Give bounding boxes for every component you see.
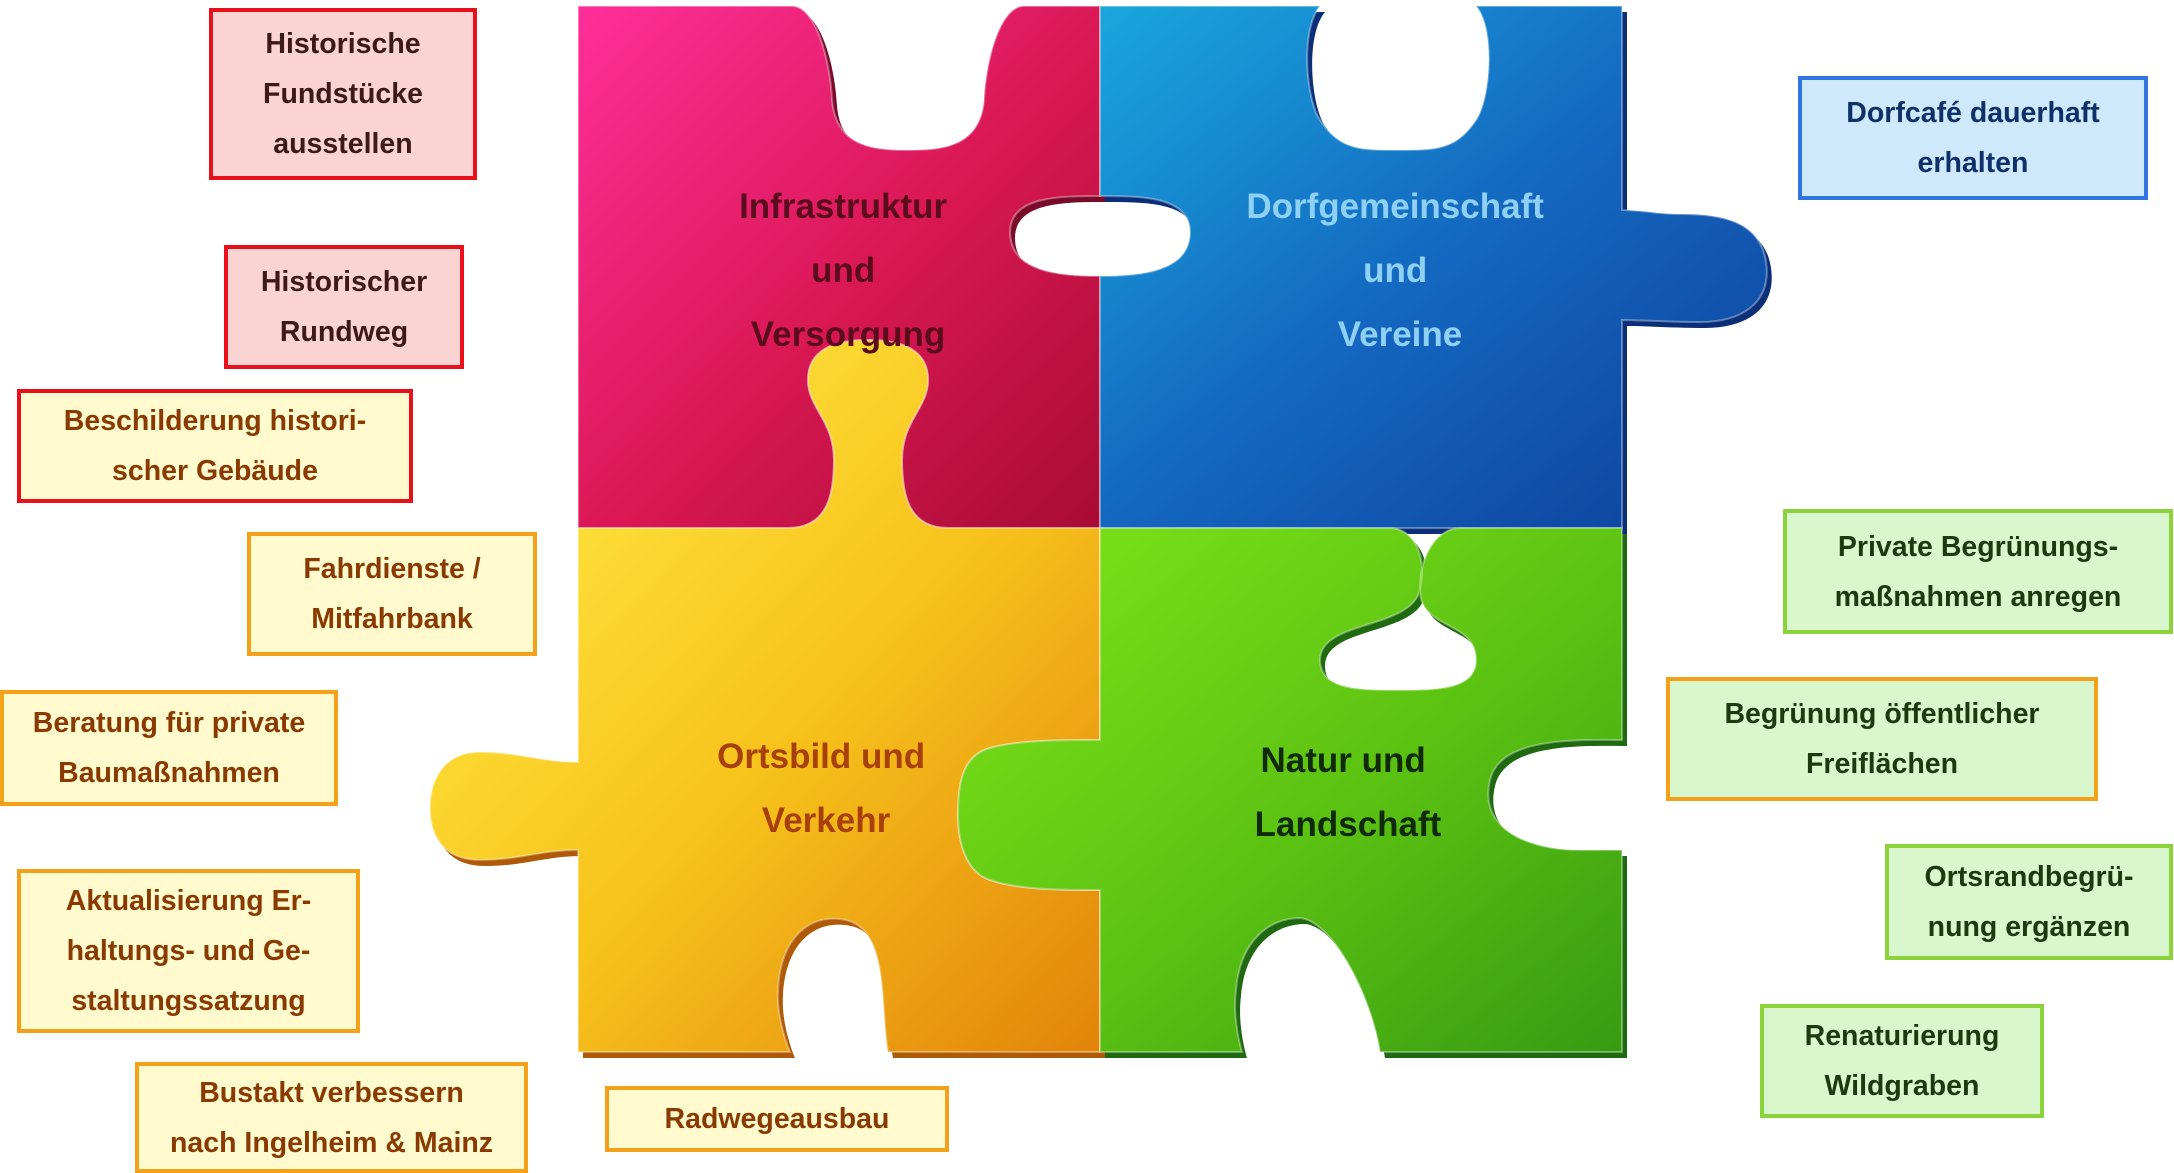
note-historische-fundstuecke: Historische Fundstücke ausstellen	[209, 8, 477, 180]
note-radwegeausbau: Radwegeausbau	[605, 1086, 949, 1152]
piece-dorfgemeinschaft	[1099, 5, 1768, 529]
piece-dorfgemeinschaft-label: Dorfgemeinschaft und Vereine	[1246, 187, 1553, 354]
piece-natur	[956, 527, 1623, 1053]
piece-infrastruktur-line-1: Infrastruktur	[739, 187, 947, 226]
note-begruenung-oeffentlich: Begrünung öffentlicher Freiflächen	[1666, 677, 2098, 801]
piece-infrastruktur	[577, 5, 1101, 529]
note-historischer-rundweg: Historischer Rundweg	[224, 245, 464, 369]
note-aktualisierung: Aktualisierung Er- haltungs- und Ge- sta…	[17, 869, 360, 1033]
piece-ortsbild-line-1: Ortsbild und	[717, 737, 925, 776]
piece-dorfgemeinschaft-line-2: und	[1363, 251, 1427, 290]
piece-infrastruktur-label: Infrastruktur und Versorgung	[739, 187, 957, 354]
note-beschilderung: Beschilderung histori- scher Gebäude	[17, 389, 413, 503]
piece-ortsbild-label: Ortsbild und Verkehr	[717, 737, 935, 840]
piece-dorfgemeinschaft-line-3: Vereine	[1338, 315, 1463, 354]
piece-infrastruktur-line-3: Versorgung	[751, 315, 945, 354]
note-private-begruenung: Private Begrünungs- maßnahmen anregen	[1783, 509, 2173, 634]
piece-natur-line-1: Natur und	[1261, 741, 1426, 780]
note-fahrdienste: Fahrdienste / Mitfahrbank	[247, 532, 537, 656]
note-dorfcafe: Dorfcafé dauerhaft erhalten	[1798, 76, 2148, 200]
note-bustakt: Bustakt verbessern nach Ingelheim & Main…	[135, 1062, 528, 1173]
piece-ortsbild-line-2: Verkehr	[762, 801, 891, 840]
note-renaturierung: Renaturierung Wildgraben	[1760, 1004, 2044, 1118]
piece-infrastruktur-line-2: und	[811, 251, 875, 290]
note-ortsrandbegruenung: Ortsrandbegrü- nung ergänzen	[1885, 844, 2173, 960]
piece-dorfgemeinschaft-line-1: Dorfgemeinschaft	[1246, 187, 1544, 226]
piece-natur-line-2: Landschaft	[1255, 805, 1442, 844]
piece-natur-label: Natur und Landschaft	[1255, 741, 1442, 844]
note-beratung: Beratung für private Baumaßnahmen	[0, 690, 338, 806]
